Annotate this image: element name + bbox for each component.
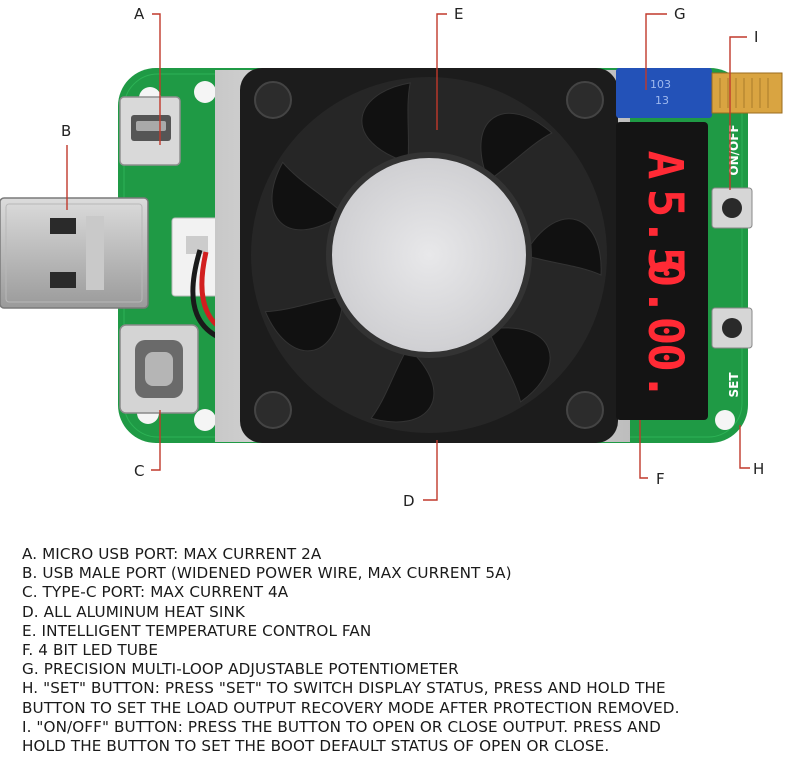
callout-h: H xyxy=(753,460,764,478)
legend-item-a: A. MICRO USB PORT: MAX CURRENT 2A xyxy=(22,545,322,563)
fan-blade xyxy=(480,112,553,182)
callout-c: C xyxy=(134,462,144,480)
usb-male-port xyxy=(0,197,149,309)
mount-hole-icon xyxy=(194,81,216,103)
led-tube-display: A 5.5 0.0 0. xyxy=(616,122,708,420)
legend-item-i: I. "ON/OFF" BUTTON: PRESS THE BUTTON TO … xyxy=(22,717,661,736)
pot-screw xyxy=(711,72,783,114)
legend-item-h-cont: BUTTON TO SET THE LOAD OUTPUT RECOVERY M… xyxy=(22,698,680,717)
screw-icon xyxy=(566,391,604,429)
screw-icon xyxy=(254,391,292,429)
pot-marking-2: 13 xyxy=(655,94,669,107)
legend-item-b: B. USB MALE PORT (WIDENED POWER WIRE, MA… xyxy=(22,564,512,583)
legend-item-d: D. ALL ALUMINUM HEAT SINK xyxy=(22,602,245,621)
on-off-button[interactable] xyxy=(711,187,753,229)
fan-blade xyxy=(523,218,602,276)
fan-hub xyxy=(326,152,532,358)
callout-d: D xyxy=(403,492,415,510)
fan-blade xyxy=(271,161,345,231)
fan-blade xyxy=(361,82,411,164)
callout-a: A xyxy=(134,5,145,23)
callout-e: E xyxy=(454,5,463,23)
callout-b: B xyxy=(61,122,71,140)
mount-hole-icon xyxy=(715,410,735,430)
cooling-fan xyxy=(240,68,618,443)
fan-blades xyxy=(264,82,602,423)
legend-item-e: E. INTELLIGENT TEMPERATURE CONTROL FAN xyxy=(22,621,372,640)
set-label: SET xyxy=(727,372,741,398)
fan-blade xyxy=(264,295,344,352)
set-button[interactable] xyxy=(711,307,753,349)
led-digit-1: A xyxy=(637,151,693,180)
legend-item-i-cont: HOLD THE BUTTON TO SET THE BOOT DEFAULT … xyxy=(22,737,610,756)
legend-item-c: C. TYPE-C PORT: MAX CURRENT 4A xyxy=(22,583,289,602)
screw-icon xyxy=(566,81,604,119)
led-digit-2: 5.5 xyxy=(637,189,693,276)
potentiometer: 103 13 xyxy=(616,68,783,118)
callout-g: G xyxy=(674,5,686,23)
callout-leaders xyxy=(66,13,750,501)
on-off-label: ON/OFF xyxy=(727,124,741,175)
led-digit-3: 0.0 xyxy=(637,259,693,346)
legend-item-g: G. PRECISION MULTI-LOOP ADJUSTABLE POTEN… xyxy=(22,660,459,679)
fan-blade xyxy=(487,327,551,403)
device-diagram: 103 13 A 5.5 0.0 0. ON/OFF SET xyxy=(0,5,783,510)
pot-marking-1: 103 xyxy=(650,78,671,91)
legend-item-f: F. 4 BIT LED TUBE xyxy=(22,641,159,660)
micro-usb-port xyxy=(119,96,181,166)
type-c-port xyxy=(119,324,199,414)
legend-item-h: H. "SET" BUTTON: PRESS "SET" TO SWITCH D… xyxy=(22,679,666,698)
callout-f: F xyxy=(656,470,665,488)
screw-icon xyxy=(254,81,292,119)
callout-i: I xyxy=(754,28,758,46)
fan-blade xyxy=(370,346,435,423)
mount-hole-icon xyxy=(194,409,216,431)
led-digit-4: 0. xyxy=(637,343,693,401)
legend: A. MICRO USB PORT: MAX CURRENT 2A B. USB… xyxy=(22,545,807,756)
